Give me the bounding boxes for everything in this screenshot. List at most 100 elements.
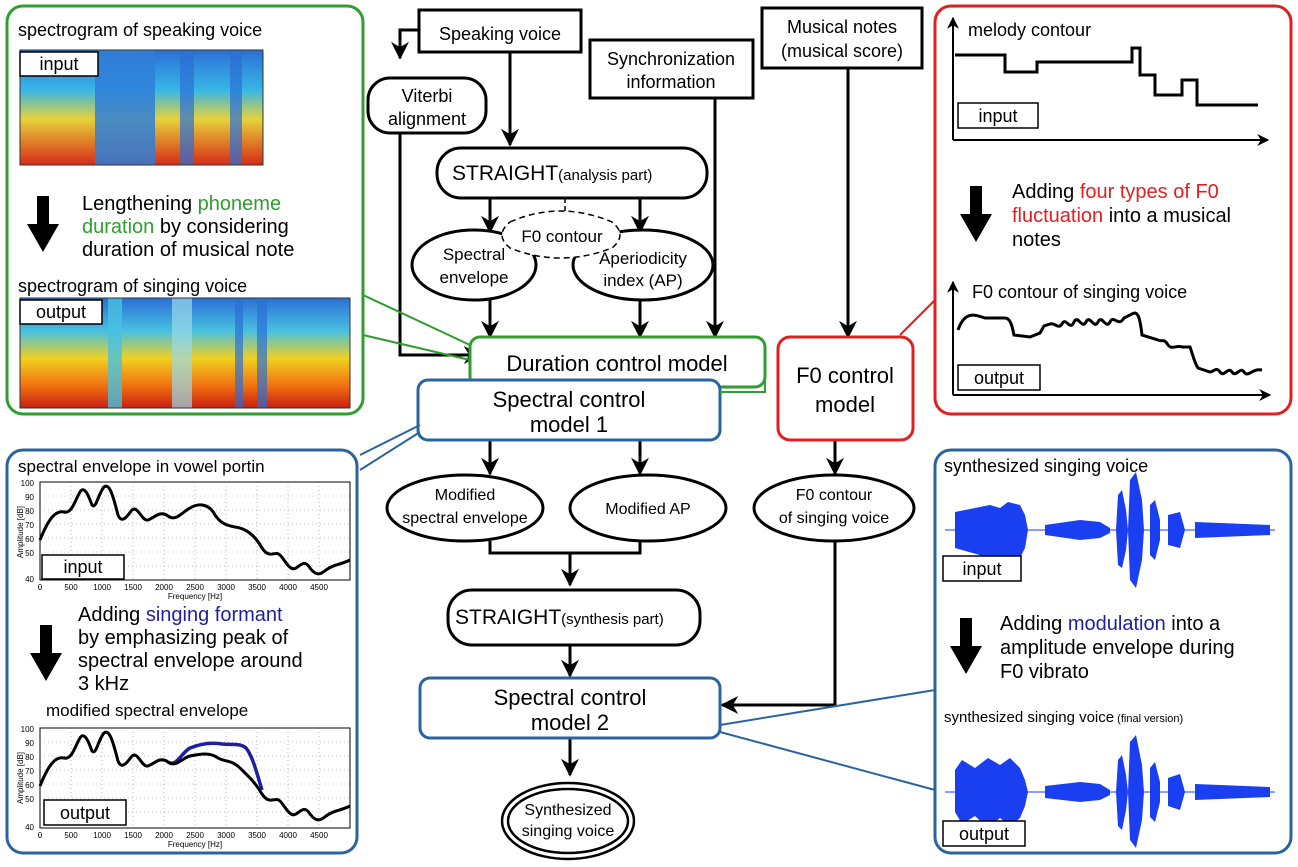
spectral1-out-xtick: 4500	[310, 831, 328, 840]
duration-desc-line2: duration by considering	[82, 216, 289, 238]
spectral1-in-ytick: 40	[25, 575, 34, 584]
node-viterbi: Viterbi alignment	[366, 76, 488, 135]
aperiodicity-label-2: index (AP)	[603, 271, 682, 290]
f0-model-label-1: F0 control	[796, 363, 894, 388]
mod-spectral-label-2: spectral envelope	[402, 510, 528, 527]
spectral1-out-xtick: 4000	[279, 831, 297, 840]
node-f0-contour-dashed: F0 contour	[501, 198, 621, 259]
viterbi-label-1: Viterbi	[402, 86, 453, 106]
node-duration-model: Duration control model	[468, 335, 767, 389]
node-speaking-voice: Speaking voice	[417, 8, 583, 54]
svg-text:STRAIGHT(analysis part): STRAIGHT(analysis part)	[452, 162, 652, 185]
spectral-model1-label-2: model 1	[530, 412, 608, 437]
f0-contour-label: F0 contour	[521, 227, 603, 246]
spectral1-out-ytick: 60	[25, 781, 34, 790]
flow-connectors	[391, 28, 857, 777]
f0-singing-plot	[947, 280, 1272, 401]
spectral1-out-xtick: 2000	[155, 831, 173, 840]
spectral1-in-xtick: 1000	[93, 583, 111, 592]
viterbi-label-2: alignment	[388, 109, 466, 129]
f0-title-bottom: F0 contour of singing voice	[972, 282, 1187, 302]
spectral2-output-label: output	[959, 824, 1009, 844]
spectral1-desc-line1: Adding singing formant	[78, 604, 283, 626]
spectral1-out-xtick: 500	[64, 831, 78, 840]
spectral1-in-xtick: 4500	[310, 583, 328, 592]
svg-text:STRAIGHT(synthesis part): STRAIGHT(synthesis part)	[455, 606, 664, 629]
spectral-model1-label-1: Spectral control	[493, 387, 646, 412]
spectral1-out-xtick: 0	[38, 831, 43, 840]
f0-desc-line1: Adding four types of F0	[1012, 181, 1219, 203]
spectral2-desc-line1: Adding modulation into a	[1000, 613, 1221, 635]
duration-desc-line3: duration of musical note	[82, 239, 294, 261]
spectral1-desc-line3: spectral envelope around	[78, 650, 303, 672]
waveform-output	[945, 735, 1275, 848]
mod-ap-label: Modified AP	[605, 501, 690, 518]
f0-singing-label-2: of singing voice	[779, 510, 889, 527]
spectral2-input-label: input	[962, 559, 1001, 579]
spectral1-in-ytick: 80	[25, 507, 34, 516]
down-arrow-icon	[27, 196, 59, 252]
f0-singing-label-1: F0 contour	[796, 487, 873, 504]
spectral1-input-label: input	[63, 557, 102, 577]
spectral1-in-ytick: 70	[25, 521, 34, 530]
synth-voice-label-2: singing voice	[522, 823, 615, 840]
spectral2-title-top: synthesized singing voice	[944, 456, 1148, 476]
spectral1-desc-line4: 3 kHz	[78, 673, 129, 695]
speaking-voice-label: Speaking voice	[439, 24, 561, 44]
spectral2-title-bottom: synthesized singing voice (final version…	[944, 709, 1183, 726]
spectral1-in-xtick: 0	[38, 583, 43, 592]
panel-duration: spectrogram of speaking voice input Leng…	[5, 4, 365, 416]
mod-spectral-label-1: Modified	[435, 487, 495, 504]
duration-input-label: input	[39, 54, 78, 74]
node-spectral-model-2: Spectral control model 2	[418, 676, 722, 740]
spectral1-title-top: spectral envelope in vowel portin	[18, 457, 265, 476]
spectral2-desc-line3: F0 vibrato	[1000, 661, 1089, 683]
node-modified-spectral: Modified spectral envelope	[385, 473, 545, 543]
aperiodicity-label-1: Aperiodicity	[599, 249, 687, 268]
spectral1-out-xtick: 2500	[186, 831, 204, 840]
down-arrow-icon	[950, 618, 982, 674]
node-straight-analysis: STRAIGHT(analysis part)	[435, 146, 709, 200]
spectral1-out-ylabel: Amplitude [dB]	[16, 752, 25, 804]
straight-analysis-main: STRAIGHT	[452, 162, 558, 185]
spectral-env-label-2: envelope	[439, 268, 508, 287]
spectral1-output-label: output	[60, 803, 110, 823]
spectral1-in-xtick: 500	[64, 583, 78, 592]
f0-output-label: output	[974, 368, 1024, 388]
straight-synth-sub: (synthesis part)	[561, 611, 664, 628]
spectral-env-label-1: Spectral	[443, 245, 505, 264]
spectral1-out-xtick: 3500	[248, 831, 266, 840]
panel-f0: melody contour input Adding four types o…	[933, 4, 1293, 416]
melody-contour-plot	[947, 16, 1270, 146]
spectral1-out-ytick: 100	[21, 725, 35, 734]
down-arrow-icon	[30, 625, 62, 681]
spectral1-in-ytick: 50	[25, 549, 34, 558]
spectral1-out-xtick: 1000	[93, 831, 111, 840]
node-synthesized-voice: Synthesized singing voice	[500, 781, 636, 861]
musical-notes-label-2: (musical score)	[781, 41, 903, 61]
duration-title-bottom: spectrogram of singing voice	[18, 276, 247, 296]
straight-synth-main: STRAIGHT	[455, 606, 561, 629]
spectral1-out-ytick: 90	[25, 739, 34, 748]
node-sync-info: Synchronization information	[588, 38, 755, 100]
panel-spectral2: synthesized singing voice input Adding m…	[933, 448, 1293, 855]
spectral1-out-ytick: 80	[25, 753, 34, 762]
node-spectral-model-1: Spectral control model 1	[416, 378, 722, 442]
sync-info-label-1: Synchronization	[607, 49, 735, 69]
node-musical-notes: Musical notes (musical score)	[760, 6, 924, 70]
spectral2-desc-line2: amplitude envelope during	[1000, 637, 1235, 659]
node-straight-synthesis: STRAIGHT(synthesis part)	[446, 588, 702, 647]
spectral-model2-label-2: model 2	[531, 710, 609, 735]
panel-spectral1: spectral envelope in vowel portin 100 90…	[5, 448, 359, 855]
duration-output-label: output	[36, 302, 86, 322]
spectral1-out-ytick: 40	[25, 823, 34, 832]
node-f0-model: F0 control model	[776, 335, 915, 442]
spectral1-out-xtick: 1500	[124, 831, 142, 840]
node-spectral-envelope: Spectral envelope	[410, 228, 538, 302]
spectral1-out-ytick: 70	[25, 767, 34, 776]
spectral1-in-xlabel: Frequency [Hz]	[168, 592, 222, 601]
f0-desc-line3: notes	[1012, 229, 1061, 251]
spectral1-in-ytick: 60	[25, 535, 34, 544]
spectral1-title-bottom: modified spectral envelope	[46, 701, 248, 720]
duration-title-top: spectrogram of speaking voice	[18, 20, 262, 40]
